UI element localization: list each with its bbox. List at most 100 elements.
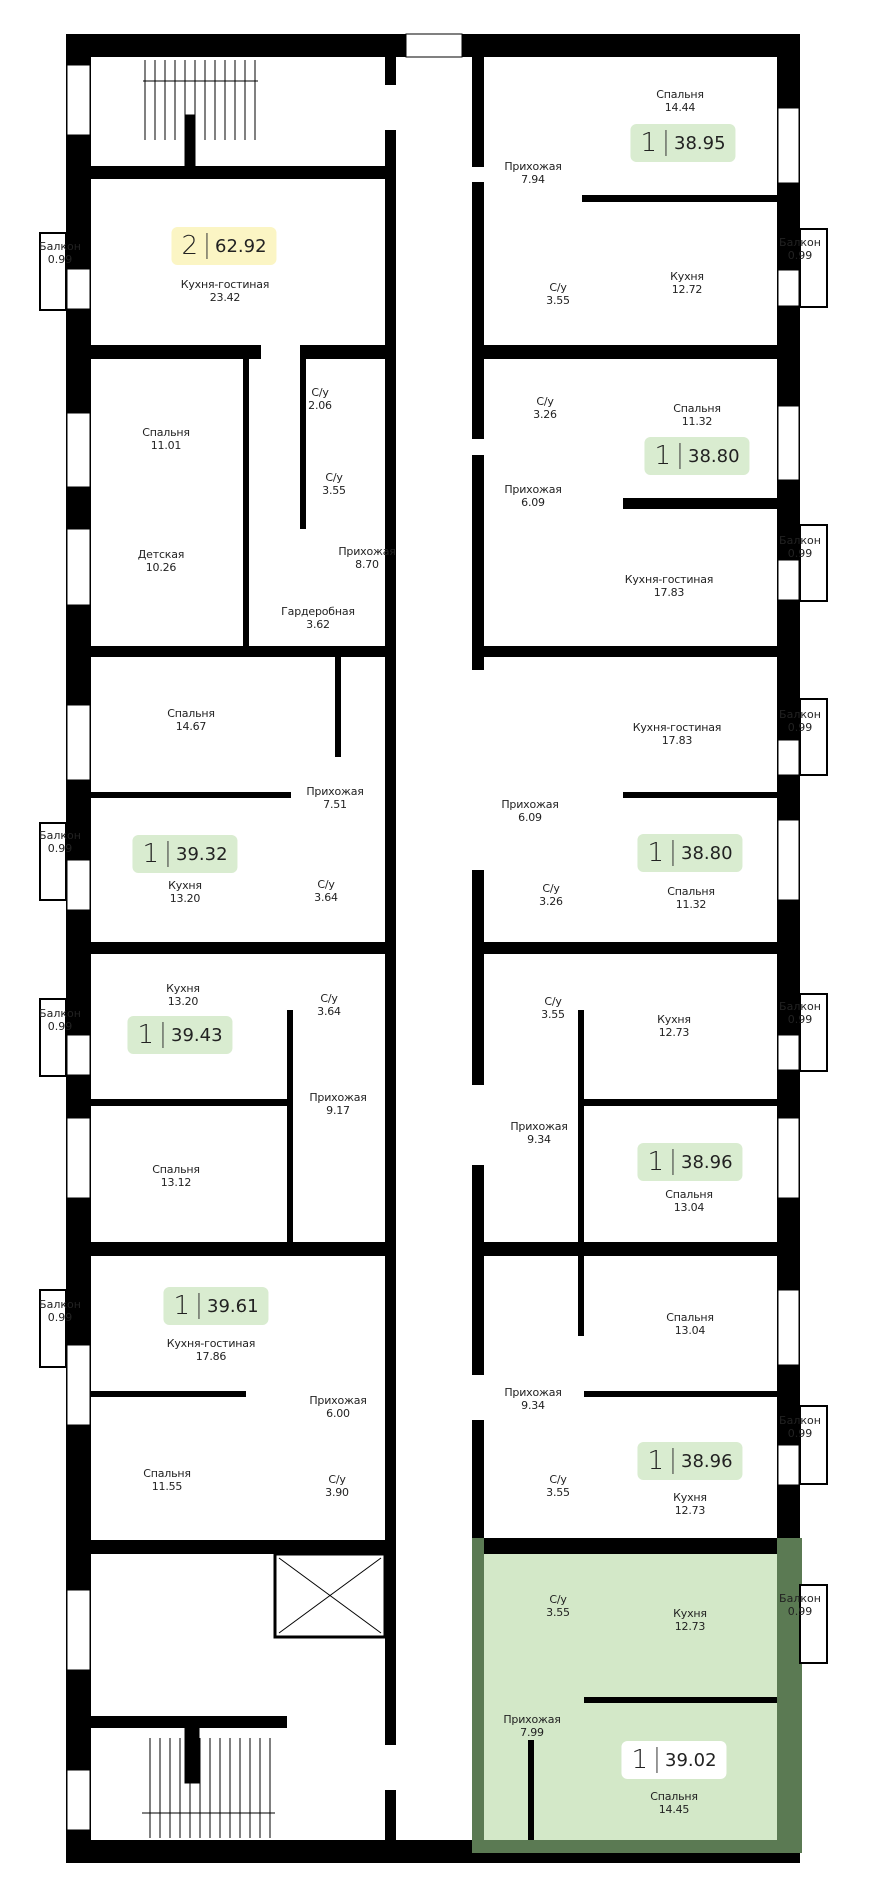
room-area: 6.09 (521, 496, 545, 509)
room-name: Спальня (667, 885, 715, 898)
room-name: С/у (549, 281, 567, 294)
room-area: 9.34 (521, 1399, 545, 1412)
separator (672, 1149, 674, 1175)
room-name: С/у (549, 1473, 567, 1486)
room-name: Кухня (657, 1013, 691, 1026)
balcony-name: Балкон (39, 829, 81, 842)
room-area: 7.51 (323, 798, 347, 811)
room-count: 1 (631, 1745, 649, 1775)
room-name: С/у (325, 471, 343, 484)
room-name: С/у (536, 395, 554, 408)
room-area: 13.20 (167, 995, 199, 1008)
room-name: Прихожая (504, 160, 562, 173)
room-area: 3.90 (325, 1486, 349, 1499)
room-count: 2 (181, 231, 199, 261)
room-area: 9.34 (527, 1133, 551, 1146)
room-area: 11.01 (150, 439, 182, 452)
room-name: С/у (549, 1593, 567, 1606)
room-name: С/у (320, 992, 338, 1005)
stairs-bottom (142, 1727, 275, 1838)
room-name: Прихожая (501, 798, 559, 811)
room-area: 12.72 (671, 283, 703, 296)
room-name: Кухня-гостиная (166, 1337, 256, 1350)
balcony-area: 0.99 (47, 253, 73, 266)
room-name: Прихожая (338, 545, 396, 558)
room-name: Спальня (143, 1467, 191, 1480)
room-name: Гардеробная (281, 605, 355, 618)
room-name: Кухня (166, 982, 200, 995)
room-count: 1 (647, 1446, 665, 1476)
room-name: Спальня (656, 88, 704, 101)
separator (665, 130, 667, 156)
room-area: 11.32 (675, 898, 707, 911)
entrance-opening (405, 33, 463, 58)
room-name: Спальня (666, 1311, 714, 1324)
balcony-area: 0.99 (787, 721, 813, 734)
room-name: Кухня-гостиная (180, 278, 270, 291)
apartment-area: 38.80 (688, 445, 740, 467)
room-name: Прихожая (309, 1091, 367, 1104)
room-area: 3.55 (322, 484, 346, 497)
balcony-area: 0.99 (47, 1020, 73, 1033)
room-area: 14.67 (175, 720, 207, 733)
room-count: 1 (654, 441, 672, 471)
separator (672, 1448, 674, 1474)
room-name: Прихожая (306, 785, 364, 798)
interior-walls (91, 166, 777, 1840)
room-area: 7.94 (521, 173, 545, 186)
room-name: Кухня (673, 1491, 707, 1504)
balcony-area: 0.99 (47, 1311, 73, 1324)
apartment-area: 39.32 (176, 843, 228, 865)
balcony-name: Балкон (779, 236, 821, 249)
balcony-name: Балкон (779, 1000, 821, 1013)
room-name: С/у (328, 1473, 346, 1486)
balcony-boxes (39, 228, 828, 1664)
room-area: 17.83 (653, 586, 685, 599)
room-area: 12.73 (674, 1504, 706, 1517)
room-name: Кухня (673, 1607, 707, 1620)
room-name: С/у (544, 995, 562, 1008)
room-area: 11.55 (151, 1480, 183, 1493)
room-count: 1 (640, 128, 658, 158)
room-name: Спальня (142, 426, 190, 439)
apartment-area: 38.95 (674, 132, 726, 154)
room-area: 23.42 (209, 291, 241, 304)
room-area: 12.73 (674, 1620, 706, 1633)
room-name: Прихожая (510, 1120, 568, 1133)
room-area: 3.55 (546, 1486, 570, 1499)
